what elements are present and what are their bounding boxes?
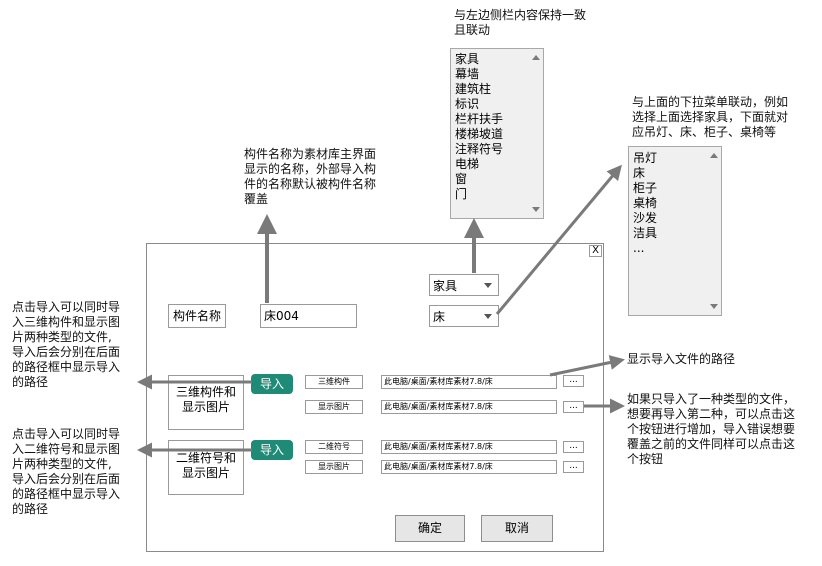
category-list-item[interactable]: 门 <box>455 187 468 201</box>
item-list-item[interactable]: 洁具 <box>633 226 658 240</box>
item-list-item[interactable]: 桌椅 <box>633 196 658 210</box>
path-field-image-2: 此电脑/桌面/素材库素材7.8/床 <box>381 460 557 474</box>
item-listbox[interactable]: 吊灯 床 柜子 桌椅 沙发 洁具 ... <box>628 146 722 316</box>
item-scrollbar[interactable] <box>707 147 721 315</box>
scroll-up-icon[interactable] <box>710 153 718 158</box>
scroll-down-icon[interactable] <box>710 304 718 309</box>
note-path-display: 显示导入文件的路径 <box>627 352 736 366</box>
category-list-item[interactable]: 楼梯坡道 <box>455 127 504 141</box>
browse-button-3d[interactable]: ... <box>563 375 584 387</box>
chevron-down-icon <box>484 283 492 288</box>
note-linkage-sidebar: 与左边侧栏内容保持一致 且联动 <box>454 8 587 37</box>
category-list-item[interactable]: 注释符号 <box>455 142 504 156</box>
arrow-path-right <box>549 355 625 377</box>
ok-button[interactable]: 确定 <box>395 515 465 542</box>
category-select-value: 家具 <box>433 279 458 293</box>
category-list-item[interactable]: 窗 <box>455 172 468 186</box>
component-name-input[interactable]: 床004 <box>260 304 357 328</box>
category-listbox[interactable]: 家具 幕墙 建筑柱 标识 栏杆扶手 楼梯坡道 注释符号 电梯 窗 门 <box>450 48 544 219</box>
browse-button-image-2[interactable]: ... <box>563 461 584 473</box>
note-import-2d: 点击导入可以同时导 入二维符号和显示图 片两种类型的文件, 导入后会分别在后面 … <box>12 427 121 516</box>
category-list-item[interactable]: 标识 <box>455 97 480 111</box>
note-browse-button: 如果只导入了一种类型的文件， 想要再导入第二种，可以点击这 个按钮进行增加，导入… <box>627 392 796 466</box>
type-label-image-2: 显示图片 <box>305 460 363 474</box>
category-list-item[interactable]: 电梯 <box>455 157 480 171</box>
scroll-up-icon[interactable] <box>532 55 540 60</box>
item-list-item[interactable]: 沙发 <box>633 211 658 225</box>
category-list-item[interactable]: 栏杆扶手 <box>455 112 504 126</box>
browse-button-image-1[interactable]: ... <box>563 401 584 413</box>
item-select-value: 床 <box>433 310 446 324</box>
scroll-down-icon[interactable] <box>532 207 540 212</box>
item-list-item[interactable]: 床 <box>633 166 646 180</box>
note-component-name: 构件名称为素材库主界面 显示的名称，外部导入构 件的名称默认被构件名称 覆盖 <box>244 147 377 206</box>
item-list-items: 吊灯 床 柜子 桌椅 沙发 洁具 ... <box>633 151 657 256</box>
category-select[interactable]: 家具 <box>429 274 499 296</box>
close-button[interactable]: X <box>589 245 602 257</box>
type-label-3d: 三维构件 <box>305 375 363 389</box>
group-3d-label: 三维构件和 显示图片 <box>168 375 244 430</box>
item-list-item[interactable]: 吊灯 <box>633 151 658 165</box>
component-name-label: 构件名称 <box>168 304 226 328</box>
category-list-item[interactable]: 建筑柱 <box>455 82 492 96</box>
type-label-2d: 二维符号 <box>305 440 363 454</box>
path-field-image-1: 此电脑/桌面/素材库素材7.8/床 <box>381 400 557 414</box>
note-linkage-dropdown: 与上面的下拉菜单联动，例如 选择上面选择家具，下面就对 应吊灯、床、柜子、桌椅等 <box>632 95 789 139</box>
item-list-item: ... <box>633 241 645 255</box>
category-scrollbar[interactable] <box>529 49 543 218</box>
type-label-image-1: 显示图片 <box>305 400 363 414</box>
category-list-item[interactable]: 幕墙 <box>455 67 480 81</box>
browse-button-2d[interactable]: ... <box>563 441 584 453</box>
chevron-down-icon <box>484 314 492 319</box>
path-field-2d: 此电脑/桌面/素材库素材7.8/床 <box>381 440 557 454</box>
arrow-select-diagonal <box>495 164 622 315</box>
category-list-items: 家具 幕墙 建筑柱 标识 栏杆扶手 楼梯坡道 注释符号 电梯 窗 门 <box>455 52 503 202</box>
item-select[interactable]: 床 <box>429 305 499 327</box>
import-2d-button[interactable]: 导入 <box>251 440 293 460</box>
category-list-item[interactable]: 家具 <box>455 52 480 66</box>
import-3d-button[interactable]: 导入 <box>251 374 293 394</box>
cancel-button[interactable]: 取消 <box>481 515 553 542</box>
item-list-item[interactable]: 柜子 <box>633 181 658 195</box>
path-field-3d: 此电脑/桌面/素材库素材7.8/床 <box>381 375 557 389</box>
note-import-3d: 点击导入可以同时导 入三维构件和显示图 片两种类型的文件, 导入后会分别在后面 … <box>12 300 121 389</box>
